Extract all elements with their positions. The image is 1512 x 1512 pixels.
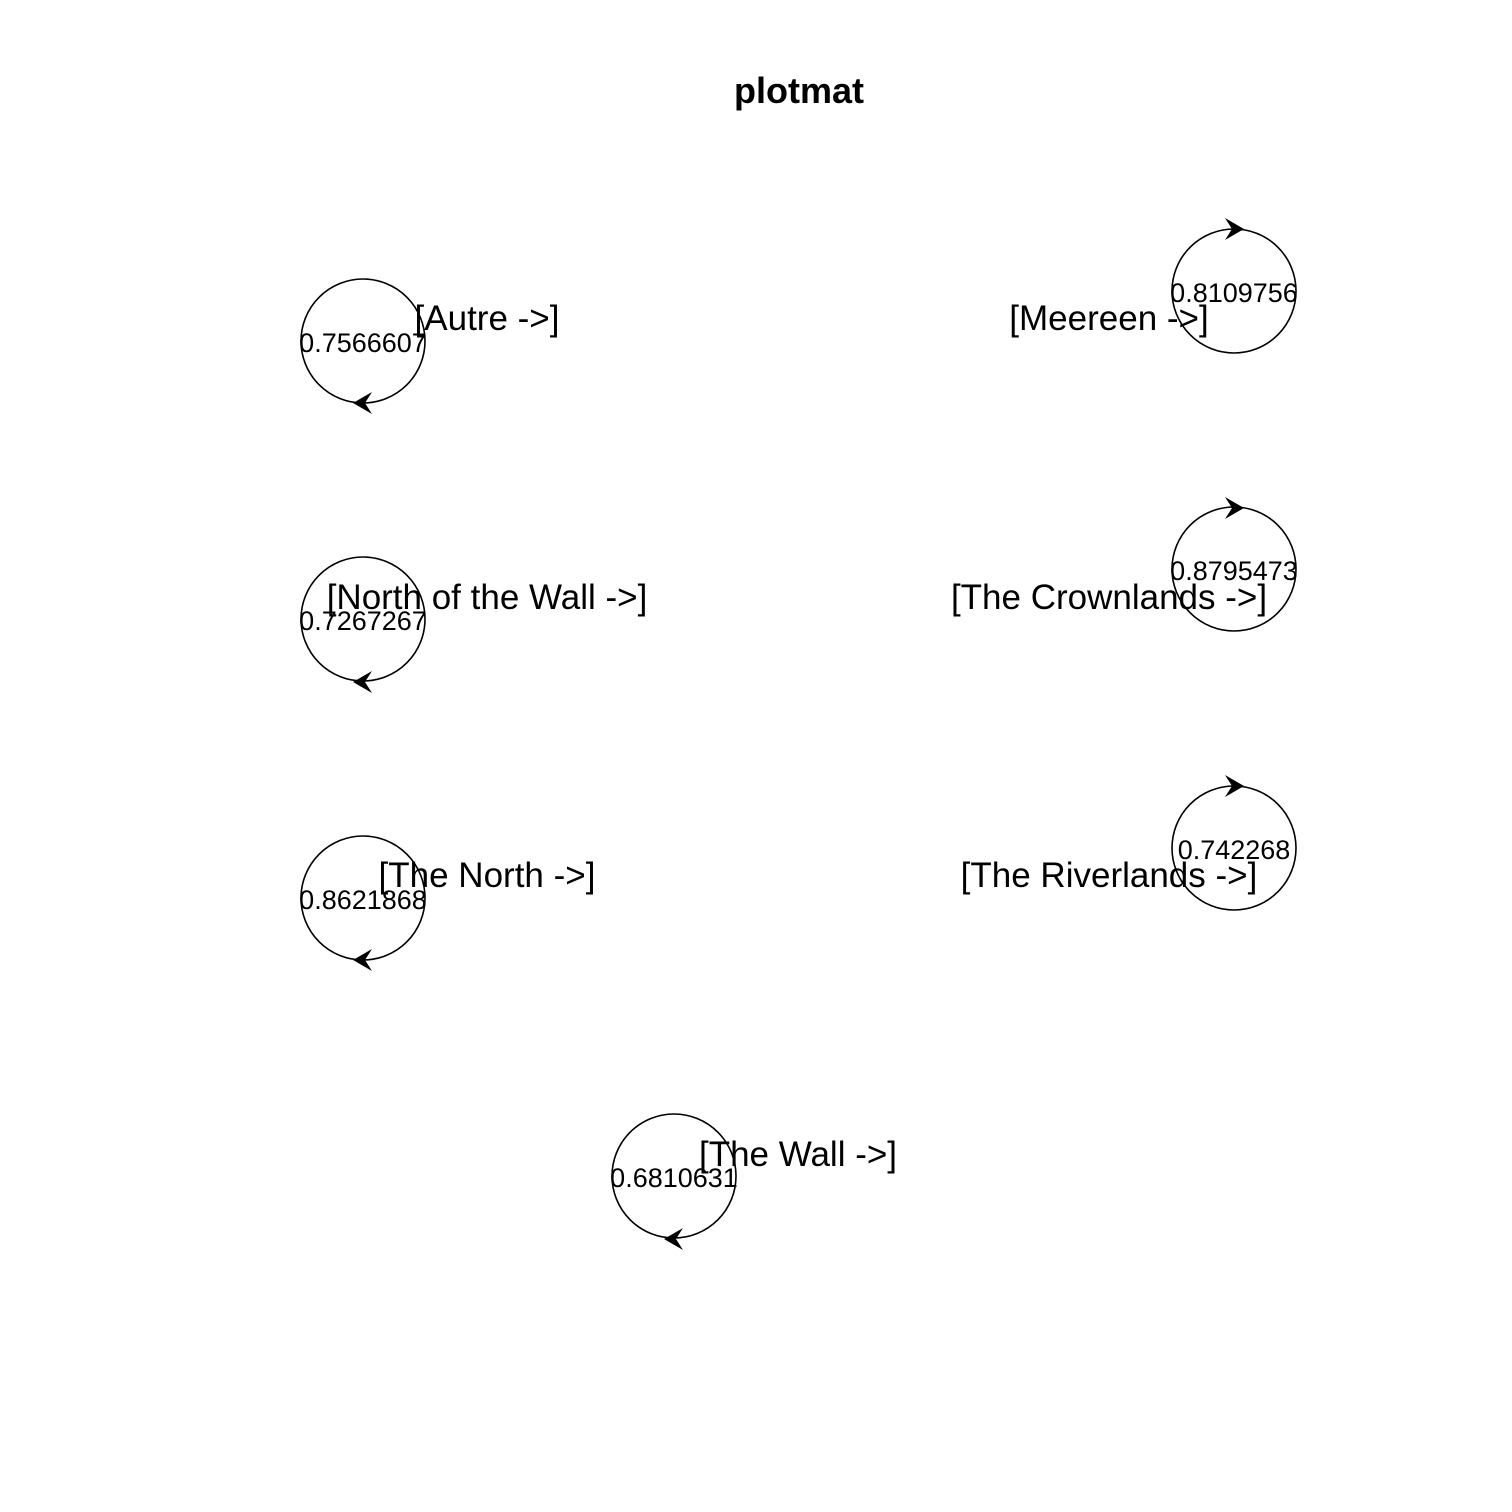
- node-the-north: 0.8621868 [The North ->]: [299, 835, 596, 971]
- self-transition-label: 0.742268: [1178, 835, 1291, 865]
- node-the-riverlands: 0.742268 [The Riverlands ->]: [961, 775, 1297, 911]
- self-transition-label: 0.8109756: [1170, 278, 1298, 308]
- node-label: [North of the Wall ->]: [327, 578, 648, 617]
- diagram-title: plotmat: [734, 70, 864, 111]
- self-transition-label: 0.6810631: [610, 1163, 738, 1193]
- loop-arrowhead: [1225, 775, 1244, 797]
- node-label: [The North ->]: [379, 856, 596, 895]
- loop-arrowhead: [664, 1228, 683, 1250]
- loop-arrowhead: [1225, 218, 1244, 240]
- self-transition-label: 0.7566607: [299, 328, 427, 358]
- node-label: [The Riverlands ->]: [961, 856, 1258, 895]
- node-label: [Meereen ->]: [1009, 299, 1208, 338]
- node-meereen: 0.8109756 [Meereen ->]: [1009, 218, 1298, 354]
- loop-arrowhead: [353, 392, 372, 414]
- node-autre: 0.7566607 [Autre ->]: [299, 278, 560, 414]
- node-north-of-the-wall: 0.7267267 [North of the Wall ->]: [299, 556, 648, 693]
- node-label: [Autre ->]: [415, 299, 560, 338]
- node-label: [The Crownlands ->]: [951, 578, 1267, 617]
- loop-arrowhead: [353, 949, 372, 971]
- node-the-crownlands: 0.8795473 [The Crownlands ->]: [951, 497, 1298, 632]
- node-the-wall: 0.6810631 [The Wall ->]: [610, 1113, 897, 1250]
- loop-arrowhead: [1225, 497, 1244, 519]
- node-label: [The Wall ->]: [699, 1135, 897, 1174]
- self-transition-label: 0.7267267: [299, 606, 427, 636]
- self-transition-label: 0.8621868: [299, 885, 427, 915]
- loop-arrowhead: [353, 671, 372, 693]
- self-transition-label: 0.8795473: [1170, 556, 1298, 586]
